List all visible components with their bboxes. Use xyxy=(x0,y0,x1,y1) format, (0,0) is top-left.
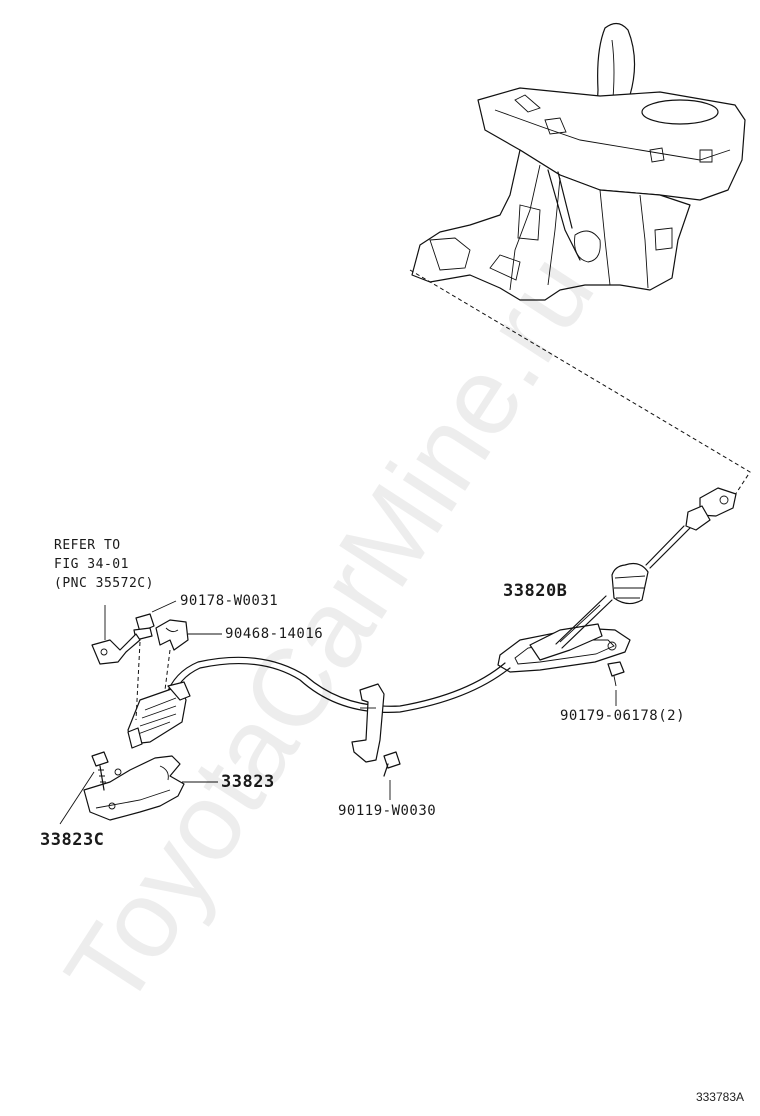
reference-note: REFER TO FIG 34-01 (PNC 35572C) xyxy=(54,536,154,593)
clip-90468 xyxy=(155,619,189,651)
bracket-33823 xyxy=(83,661,625,821)
callout-33823C: 33823C xyxy=(40,830,105,850)
callout-90178-W0031: 90178-W0031 xyxy=(180,593,279,609)
bolt-33823C xyxy=(91,751,109,767)
reference-note-line-3: (PNC 35572C) xyxy=(54,576,154,591)
reference-note-line-1: REFER TO xyxy=(54,538,121,553)
callout-90119-W0030: 90119-W0030 xyxy=(338,803,437,819)
clip-parts xyxy=(91,613,189,721)
callout-33820B: 33820B xyxy=(503,581,568,601)
callout-90468-14016: 90468-14016 xyxy=(225,626,324,642)
callout-90179-06178: 90179-06178(2) xyxy=(560,708,686,724)
callout-33823: 33823 xyxy=(221,772,275,792)
figure-number: 333783A xyxy=(695,1090,744,1104)
shift-cable xyxy=(127,487,737,763)
connection-line xyxy=(409,269,751,496)
leader-lines xyxy=(59,600,617,825)
reference-note-line-2: FIG 34-01 xyxy=(54,557,129,572)
bracket-arm xyxy=(91,633,141,665)
shift-lever-assembly xyxy=(411,22,746,301)
